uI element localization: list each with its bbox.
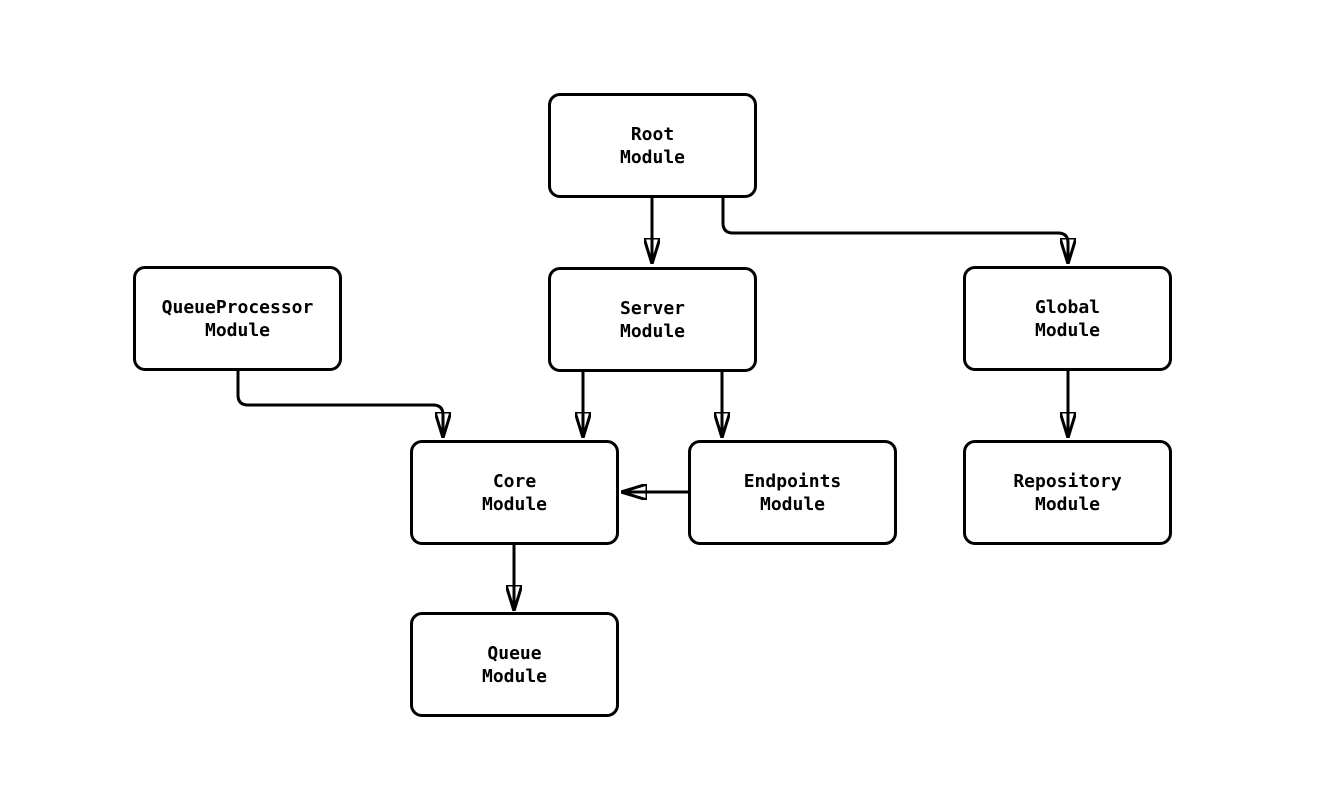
edge-root-global — [721, 198, 1068, 263]
node-label-line1: Queue — [487, 642, 542, 664]
node-label-line1: Server — [619, 297, 686, 319]
node-root-module: Root Module — [548, 93, 757, 198]
edge-queueprocessor-core — [236, 371, 443, 437]
node-label-line2: Module — [204, 319, 271, 341]
node-label-line2: Module — [481, 493, 548, 515]
node-label-line2: Module — [619, 146, 686, 168]
node-endpoints-module: Endpoints Module — [688, 440, 897, 545]
node-global-module: Global Module — [963, 266, 1172, 371]
node-label-line1: QueueProcessor — [161, 296, 314, 318]
node-label-line1: Repository — [1013, 470, 1122, 492]
node-queue-module: Queue Module — [410, 612, 619, 717]
node-label-line1: Core — [492, 470, 537, 492]
node-server-module: Server Module — [548, 267, 757, 372]
node-label-line2: Module — [1034, 319, 1101, 341]
node-repository-module: Repository Module — [963, 440, 1172, 545]
node-label-line2: Module — [481, 665, 548, 687]
node-label-line2: Module — [759, 493, 826, 515]
node-queueprocessor-module: QueueProcessor Module — [133, 266, 342, 371]
node-label-line1: Global — [1034, 296, 1101, 318]
node-label-line2: Module — [619, 320, 686, 342]
node-label-line1: Root — [630, 123, 675, 145]
node-core-module: Core Module — [410, 440, 619, 545]
node-label-line2: Module — [1034, 493, 1101, 515]
node-label-line1: Endpoints — [743, 470, 842, 492]
